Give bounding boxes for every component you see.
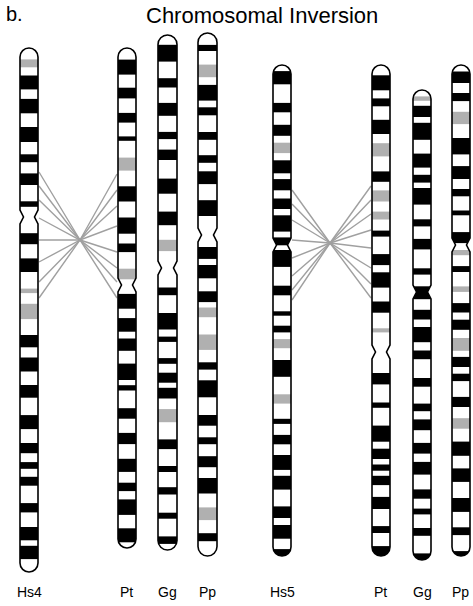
chromosome-label: Gg bbox=[413, 585, 432, 600]
chromosome bbox=[451, 65, 471, 556]
chromosome bbox=[412, 90, 432, 560]
chromosome bbox=[272, 65, 292, 556]
chromosomes bbox=[19, 33, 471, 572]
chromosome-label: Gg bbox=[158, 585, 177, 600]
chromosome-label: Hs4 bbox=[17, 585, 42, 600]
chromosome-label: Hs5 bbox=[270, 585, 295, 600]
chromosome bbox=[157, 35, 178, 550]
chromosome bbox=[371, 65, 391, 556]
chromosome-label: Pp bbox=[452, 585, 469, 600]
chromosome-label: Pt bbox=[374, 585, 387, 600]
figure-title: Chromosomal Inversion bbox=[146, 4, 378, 28]
chromosome bbox=[19, 48, 39, 572]
chromosome bbox=[197, 33, 218, 556]
chromosome-label: Pp bbox=[199, 585, 216, 600]
chromosome-label: Pt bbox=[120, 585, 133, 600]
panel-label: b. bbox=[6, 3, 23, 25]
chromosome bbox=[117, 48, 137, 548]
